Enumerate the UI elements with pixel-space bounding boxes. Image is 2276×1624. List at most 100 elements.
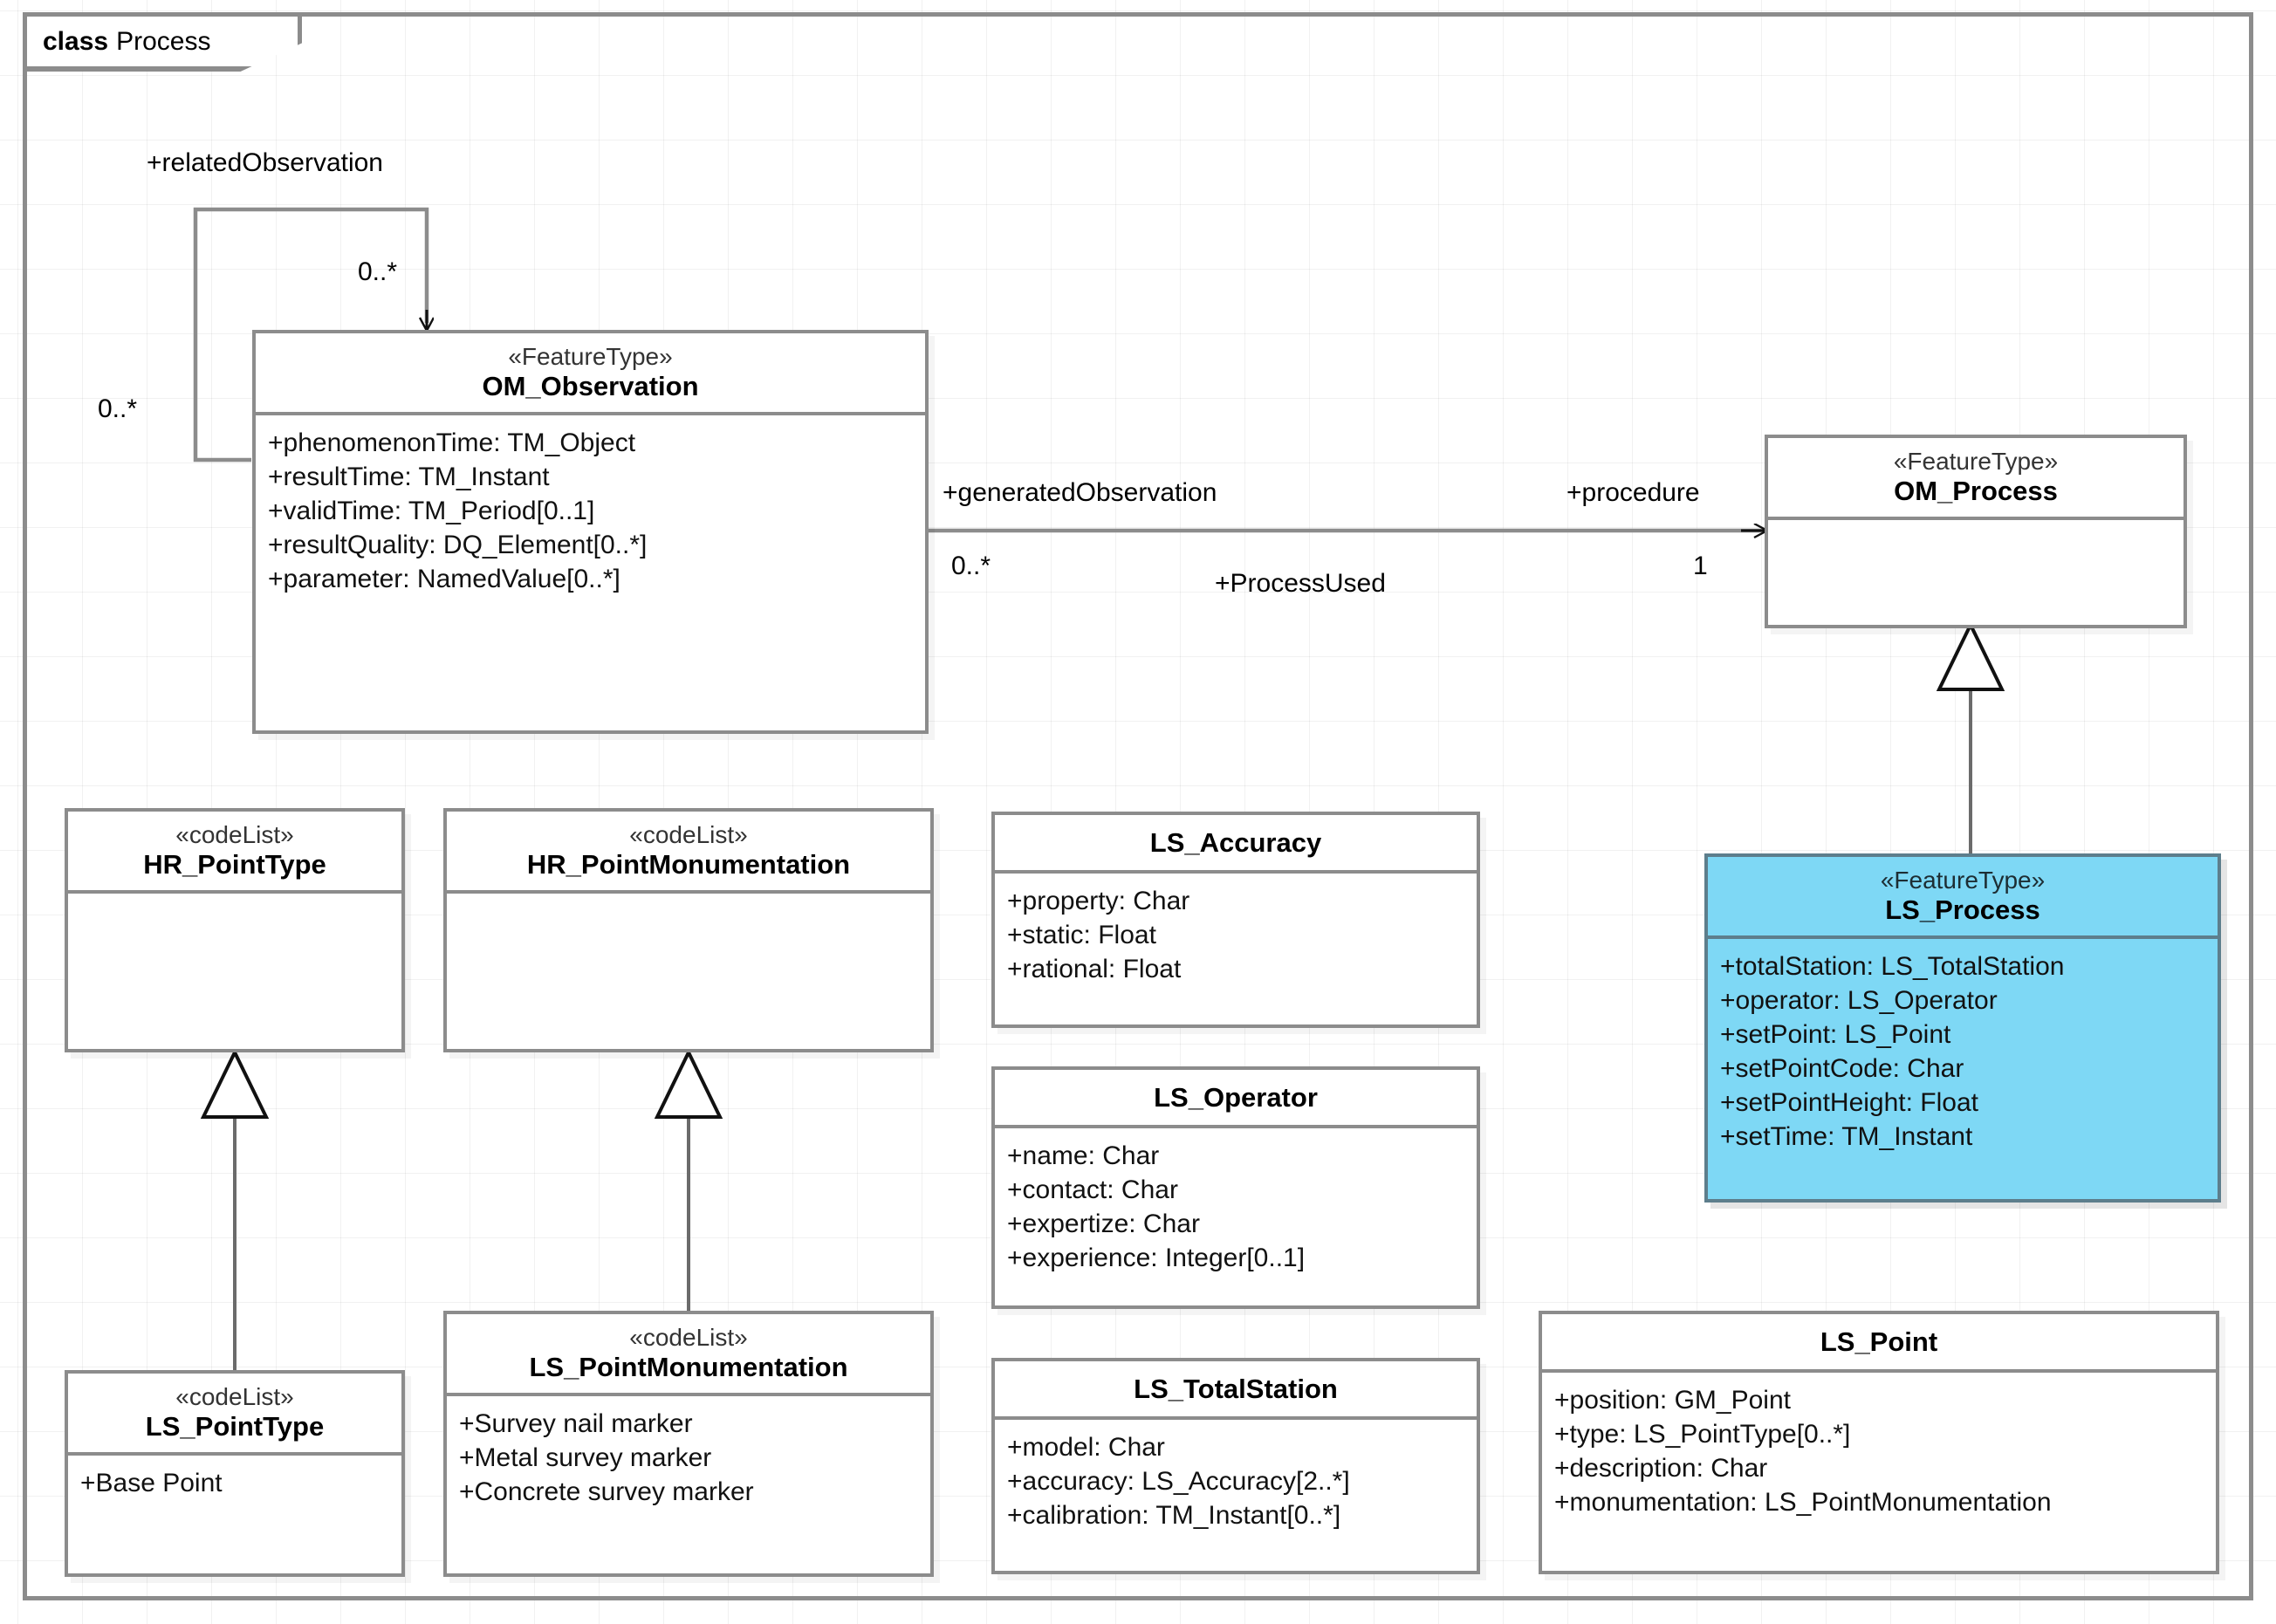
class-ls-pointmonumentation-name: LS_PointMonumentation: [529, 1352, 848, 1383]
attribute-row: +totalStation: LS_TotalStation: [1720, 951, 2065, 981]
attribute-row: +operator: LS_Operator: [1720, 985, 1998, 1015]
class-ls-accuracy[interactable]: LS_Accuracy +property: Char +static: Flo…: [991, 812, 1480, 1028]
class-ls-pointtype[interactable]: «codeList» LS_PointType +Base Point: [65, 1370, 405, 1577]
class-om-process-name: OM_Process: [1894, 476, 2058, 507]
class-hr-pointtype-attributes: [68, 894, 401, 911]
class-ls-pointtype-name: LS_PointType: [145, 1411, 325, 1442]
attribute-row: +resultQuality: DQ_Element[0..*]: [268, 530, 648, 559]
attribute-row: +Metal survey marker: [459, 1442, 712, 1472]
diagram-frame-tab: class Process: [23, 12, 302, 72]
attribute-row: +name: Char: [1007, 1141, 1160, 1170]
class-ls-accuracy-name: LS_Accuracy: [1149, 827, 1322, 858]
class-ls-pointtype-attributes: +Base Point: [68, 1456, 401, 1507]
class-ls-pointtype-divider: [68, 1451, 401, 1456]
class-hr-pointmonumentation-divider: [447, 889, 930, 894]
label-process-used-name: +ProcessUsed: [1215, 569, 1386, 598]
attribute-row: +experience: Integer[0..1]: [1007, 1243, 1306, 1272]
class-ls-process[interactable]: «FeatureType» LS_Process +totalStation: …: [1704, 853, 2221, 1203]
connector-generalization-ls-process: [1936, 620, 2005, 860]
class-hr-pointmonumentation-attributes: [447, 894, 930, 911]
attribute-row: +Concrete survey marker: [459, 1477, 754, 1506]
class-hr-pointtype[interactable]: «codeList» HR_PointType: [65, 808, 405, 1052]
label-generated-observation-mult: 0..*: [951, 552, 991, 580]
attribute-row: +parameter: NamedValue[0..*]: [268, 564, 620, 593]
attribute-row: +setPointCode: Char: [1720, 1053, 1964, 1083]
class-ls-process-divider: [1708, 935, 2218, 939]
label-related-observation-target-mult: 0..*: [358, 257, 398, 286]
frame-keyword: class: [43, 26, 109, 56]
class-ls-pointtype-stereotype: «codeList»: [175, 1383, 294, 1410]
class-ls-totalstation-name: LS_TotalStation: [1134, 1374, 1338, 1404]
attribute-row: +calibration: TM_Instant[0..*]: [1007, 1500, 1341, 1530]
class-ls-accuracy-attributes: +property: Char +static: Float +rational…: [995, 874, 1477, 993]
class-ls-process-name: LS_Process: [1885, 894, 2040, 926]
label-related-observation-source-mult: 0..*: [98, 394, 138, 423]
class-hr-pointmonumentation-stereotype: «codeList»: [629, 821, 748, 848]
class-ls-totalstation[interactable]: LS_TotalStation +model: Char +accuracy: …: [991, 1358, 1480, 1574]
label-generated-observation-role: +generatedObservation: [943, 478, 1217, 507]
class-ls-point-name: LS_Point: [1820, 1326, 1938, 1357]
class-ls-operator-divider: [995, 1124, 1477, 1128]
attribute-row: +Survey nail marker: [459, 1408, 693, 1438]
label-procedure-role: +procedure: [1566, 478, 1700, 507]
class-om-process-stereotype: «FeatureType»: [1893, 448, 2059, 475]
class-om-observation[interactable]: «FeatureType» OM_Observation +phenomenon…: [252, 330, 929, 734]
class-hr-pointtype-name: HR_PointType: [143, 849, 326, 881]
attribute-row: +position: GM_Point: [1554, 1385, 1791, 1415]
class-ls-process-stereotype: «FeatureType»: [1880, 867, 2046, 894]
class-ls-operator-name: LS_Operator: [1154, 1082, 1318, 1113]
class-ls-accuracy-divider: [995, 869, 1477, 874]
class-ls-pointmonumentation[interactable]: «codeList» LS_PointMonumentation +Survey…: [443, 1311, 934, 1577]
class-ls-totalstation-divider: [995, 1415, 1477, 1420]
class-ls-operator-header: LS_Operator: [995, 1070, 1477, 1125]
class-ls-point-attributes: +position: GM_Point +type: LS_PointType[…: [1542, 1373, 2216, 1526]
attribute-row: +contact: Char: [1007, 1175, 1178, 1204]
attribute-row: +validTime: TM_Period[0..1]: [268, 496, 595, 525]
class-hr-pointtype-stereotype: «codeList»: [175, 821, 294, 848]
class-ls-process-header: «FeatureType» LS_Process: [1708, 857, 2218, 935]
class-om-observation-stereotype: «FeatureType»: [508, 343, 673, 370]
class-om-observation-divider: [256, 411, 925, 415]
label-related-observation-role: +relatedObservation: [147, 148, 383, 177]
attribute-row: +model: Char: [1007, 1432, 1165, 1462]
class-ls-operator[interactable]: LS_Operator +name: Char +contact: Char +…: [991, 1066, 1480, 1309]
frame-title: Process: [116, 26, 211, 56]
attribute-row: +Base Point: [80, 1468, 223, 1497]
attribute-row: +property: Char: [1007, 886, 1190, 915]
attribute-row: +type: LS_PointType[0..*]: [1554, 1419, 1851, 1449]
class-hr-pointmonumentation-name: HR_PointMonumentation: [526, 849, 851, 881]
attribute-row: +setPointHeight: Float: [1720, 1087, 1979, 1117]
class-om-process-header: «FeatureType» OM_Process: [1768, 438, 2183, 517]
class-hr-pointtype-header: «codeList» HR_PointType: [68, 812, 401, 890]
class-om-observation-attributes: +phenomenonTime: TM_Object +resultTime: …: [256, 415, 925, 603]
class-ls-pointtype-header: «codeList» LS_PointType: [68, 1374, 401, 1452]
class-ls-operator-attributes: +name: Char +contact: Char +expertize: C…: [995, 1128, 1477, 1282]
attribute-row: +setTime: TM_Instant: [1720, 1121, 1973, 1151]
class-ls-point[interactable]: LS_Point +position: GM_Point +type: LS_P…: [1539, 1311, 2219, 1574]
attribute-row: +phenomenonTime: TM_Object: [268, 428, 636, 457]
class-ls-totalstation-attributes: +model: Char +accuracy: LS_Accuracy[2..*…: [995, 1420, 1477, 1539]
attribute-row: +rational: Float: [1007, 954, 1182, 983]
attribute-row: +expertize: Char: [1007, 1209, 1200, 1238]
class-om-process[interactable]: «FeatureType» OM_Process: [1765, 435, 2187, 628]
class-om-process-attributes: [1768, 520, 2183, 538]
attribute-row: +resultTime: TM_Instant: [268, 462, 550, 491]
class-hr-pointmonumentation-header: «codeList» HR_PointMonumentation: [447, 812, 930, 890]
class-ls-pointmonumentation-stereotype: «codeList»: [629, 1324, 748, 1351]
class-hr-pointtype-divider: [68, 889, 401, 894]
class-om-observation-header: «FeatureType» OM_Observation: [256, 333, 925, 412]
class-ls-pointmonumentation-divider: [447, 1392, 930, 1396]
class-ls-pointmonumentation-attributes: +Survey nail marker +Metal survey marker…: [447, 1396, 930, 1516]
connector-generalization-ls-pointmonumentation: [654, 1048, 723, 1311]
attribute-row: +monumentation: LS_PointMonumentation: [1554, 1487, 2052, 1517]
attribute-row: +static: Float: [1007, 920, 1156, 949]
attribute-row: +description: Char: [1554, 1453, 1768, 1483]
class-ls-point-divider: [1542, 1368, 2216, 1373]
class-ls-totalstation-header: LS_TotalStation: [995, 1361, 1477, 1416]
class-hr-pointmonumentation[interactable]: «codeList» HR_PointMonumentation: [443, 808, 934, 1052]
class-ls-point-header: LS_Point: [1542, 1314, 2216, 1369]
class-om-process-divider: [1768, 516, 2183, 520]
class-ls-pointmonumentation-header: «codeList» LS_PointMonumentation: [447, 1314, 930, 1393]
class-om-observation-name: OM_Observation: [482, 371, 699, 402]
